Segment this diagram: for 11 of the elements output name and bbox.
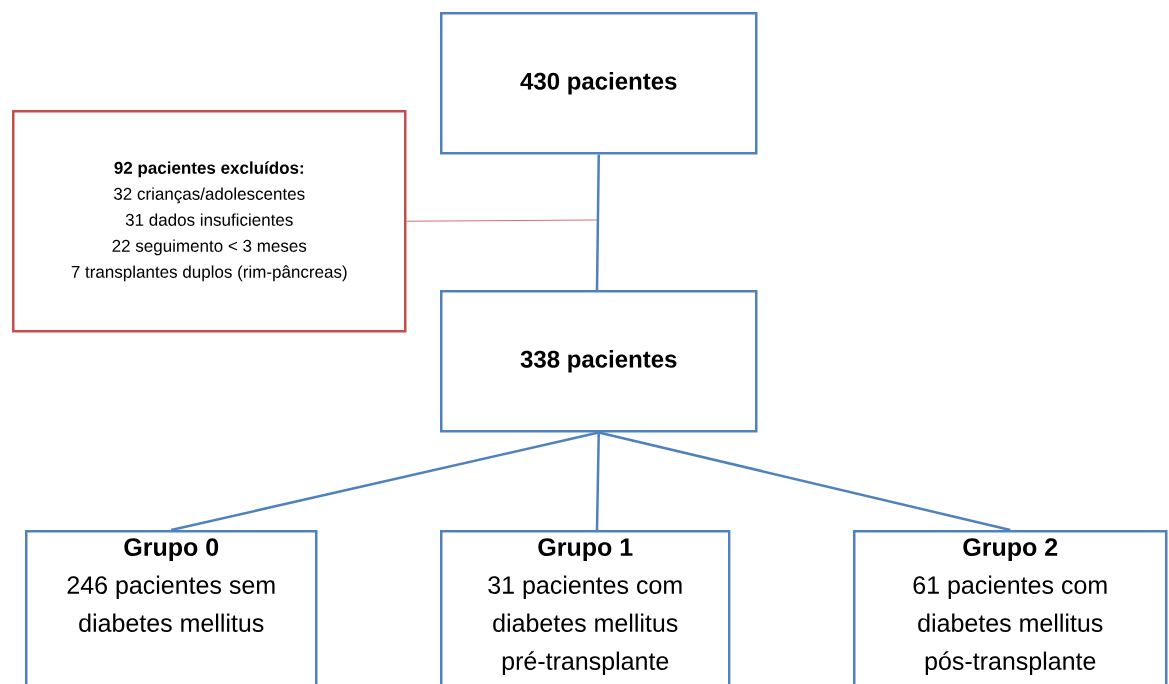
connector-line [598, 431, 1011, 532]
group-box: Grupo 0 246 pacientes sem diabetes mellitus [25, 530, 318, 684]
connector-line [595, 154, 600, 290]
process-box: 430 pacientes [440, 12, 758, 155]
group-box: Grupo 1 31 pacientes com diabetes mellitus pré-transplante [440, 530, 731, 684]
connector-line [171, 431, 600, 532]
connector-line [406, 219, 598, 222]
exclusion-box: 92 pacientes excluídos: 32 crianças/adolescentes 31 dados insuficientes 22 seguimento < 3 meses 7 transplantes duplos (rim-pâncreas) [12, 110, 407, 333]
process-box: 338 pacientes [440, 290, 758, 433]
group-box: Grupo 2 61 pacientes com diabetes mellitus pós-transplante [853, 530, 1168, 684]
connector-line [595, 432, 600, 530]
